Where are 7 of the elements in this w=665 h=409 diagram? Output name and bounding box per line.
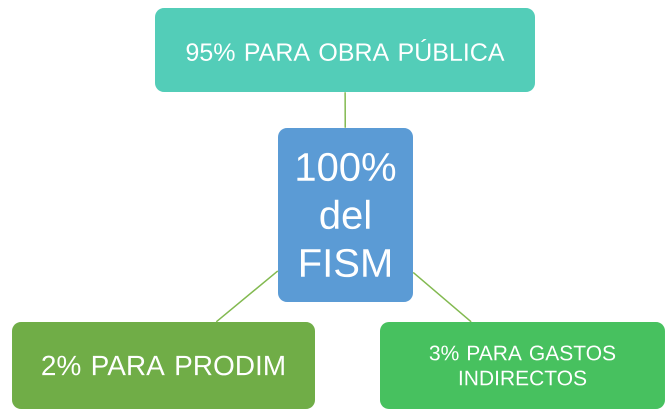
text-box: 100% del FISM bbox=[278, 128, 413, 302]
connector-line bbox=[344, 92, 346, 128]
text-box: 3% PARA GASTOS INDIRECTOS bbox=[380, 322, 665, 409]
connector-line bbox=[216, 270, 278, 322]
connector-line bbox=[412, 272, 472, 322]
text-box: 95% PARA OBRA PÚBLICA bbox=[155, 8, 535, 92]
text-box: 2% PARA PRODIM bbox=[12, 322, 315, 409]
